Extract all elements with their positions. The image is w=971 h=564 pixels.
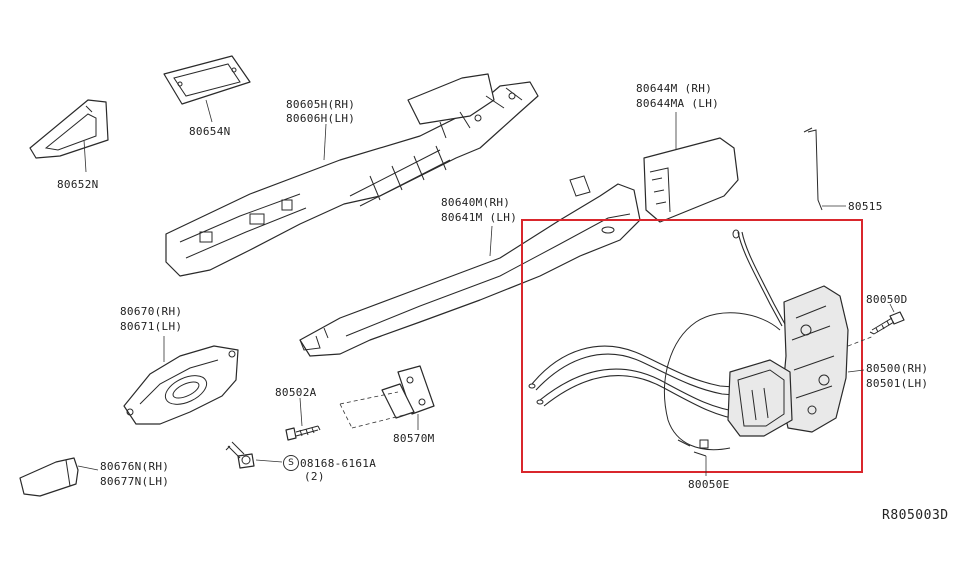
s-symbol-badge: S xyxy=(283,455,299,471)
part-80500-door-lock xyxy=(727,285,875,437)
label-80671-lh: 80671(LH) xyxy=(120,320,183,333)
label-80640m-rh: 80640M(RH) xyxy=(441,196,511,209)
label-80570m: 80570M xyxy=(393,432,435,445)
label-80606h-lh: 80606H(LH) xyxy=(286,112,356,125)
part-80640m-outside-handle xyxy=(299,175,641,357)
label-80644ma-lh: 80644MA (LH) xyxy=(636,97,720,110)
part-80050d-screw xyxy=(869,303,905,335)
label-80641m-lh: 80641M (LH) xyxy=(441,211,518,224)
label-80500-rh: 80500(RH) xyxy=(866,362,929,375)
part-80654n-gasket xyxy=(163,55,251,123)
part-80670-inside-handle xyxy=(123,336,239,425)
label-80502a: 80502A xyxy=(275,386,317,399)
label-80670-rh: 80670(RH) xyxy=(120,305,183,318)
part-80050e-cables xyxy=(528,229,787,476)
part-80502a-screw xyxy=(285,397,321,441)
highlight-frame xyxy=(521,219,863,473)
label-80050e: 80050E xyxy=(688,478,730,491)
part-80570m-striker xyxy=(339,365,435,430)
label-80654n: 80654N xyxy=(189,125,231,138)
label-80515: 80515 xyxy=(848,200,883,213)
label-08168-qty: (2) xyxy=(304,470,325,483)
part-80515-rod xyxy=(803,127,846,211)
part-80644m-cap xyxy=(643,112,739,223)
label-80050d: 80050D xyxy=(866,293,908,306)
label-80501-lh: 80501(LH) xyxy=(866,377,929,390)
label-80676n-rh: 80676N(RH) xyxy=(100,460,170,473)
label-80677n-lh: 80677N(LH) xyxy=(100,475,170,488)
diagram-reference-code: R805003D xyxy=(882,508,949,523)
part-80605h-bracket xyxy=(165,73,539,277)
label-08168-6161a: 08168-6161A xyxy=(300,457,377,470)
label-80652n: 80652N xyxy=(57,178,99,191)
label-80644m-rh: 80644M (RH) xyxy=(636,82,713,95)
label-80605h-rh: 80605H(RH) xyxy=(286,98,356,111)
part-80676n-cap xyxy=(19,457,99,497)
part-08168-bolt xyxy=(225,441,283,469)
part-80652n-escutcheon xyxy=(29,99,109,173)
